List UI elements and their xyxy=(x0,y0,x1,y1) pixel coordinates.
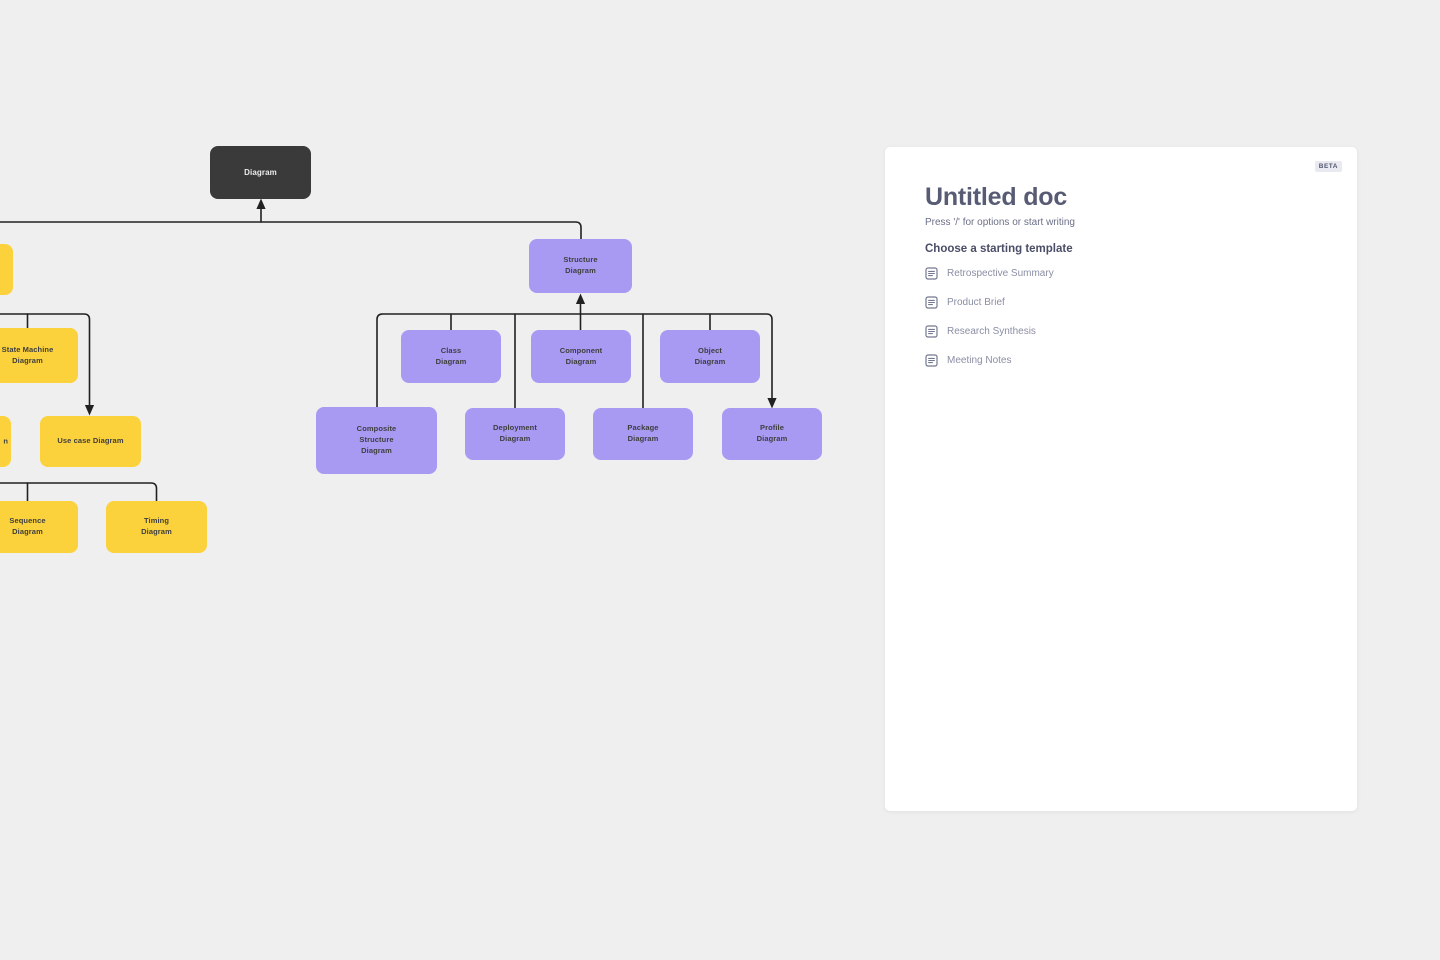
node-structure-diagram-label: Structure Diagram xyxy=(563,255,598,275)
template-option-label: Meeting Notes xyxy=(947,355,1012,366)
node-diagram[interactable]: Diagram xyxy=(210,146,311,199)
node-timing-diagram[interactable]: Timing Diagram xyxy=(106,501,207,553)
node-timing-diagram-label: Timing Diagram xyxy=(141,516,172,536)
node-diagram-label: Diagram xyxy=(244,167,277,177)
template-option-meeting-notes[interactable]: Meeting Notes xyxy=(925,346,1054,375)
arrowhead-up-structure xyxy=(575,293,586,304)
node-package-diagram-label: Package Diagram xyxy=(627,423,659,443)
template-option-label: Retrospective Summary xyxy=(947,268,1054,279)
node-partial-top-left[interactable] xyxy=(0,244,13,295)
node-profile-diagram[interactable]: Profile Diagram xyxy=(722,408,822,460)
node-use-case-diagram-label: Use case Diagram xyxy=(57,436,124,446)
document-icon xyxy=(925,354,938,367)
node-component-diagram-label: Component Diagram xyxy=(559,345,603,366)
node-deployment-diagram[interactable]: Deployment Diagram xyxy=(465,408,565,460)
arrowhead-down-usecase xyxy=(84,405,95,416)
node-composite-structure-diagram-label: Composite Structure Diagram xyxy=(356,424,397,455)
node-component-diagram[interactable]: Component Diagram xyxy=(531,330,631,383)
node-deployment-diagram-label: Deployment Diagram xyxy=(493,423,537,443)
doc-title[interactable]: Untitled doc xyxy=(925,183,1068,211)
node-class-diagram-label: Class Diagram xyxy=(435,345,467,366)
arrowhead-up-diagram xyxy=(256,198,266,209)
document-icon xyxy=(925,267,938,280)
node-composite-structure-diagram[interactable]: Composite Structure Diagram xyxy=(316,407,437,474)
template-list: Retrospective Summary Product Brief Rese… xyxy=(925,259,1054,375)
document-icon xyxy=(925,296,938,309)
node-structure-diagram[interactable]: Structure Diagram xyxy=(529,239,632,293)
template-option-retrospective-summary[interactable]: Retrospective Summary xyxy=(925,259,1054,288)
doc-editor-placeholder[interactable]: Press '/' for options or start writing xyxy=(925,217,1075,228)
node-partial-mid-left[interactable]: n xyxy=(0,416,11,467)
node-object-diagram-label: Object Diagram xyxy=(694,345,726,366)
template-option-research-synthesis[interactable]: Research Synthesis xyxy=(925,317,1054,346)
node-state-machine-diagram-label: State Machine Diagram xyxy=(1,344,54,365)
template-option-label: Research Synthesis xyxy=(947,326,1036,337)
node-state-machine-diagram[interactable]: State Machine Diagram xyxy=(0,328,78,383)
node-partial-mid-left-label: n xyxy=(3,436,8,446)
node-sequence-diagram[interactable]: Sequence Diagram xyxy=(0,501,78,553)
beta-badge: BETA xyxy=(1314,161,1342,172)
node-class-diagram[interactable]: Class Diagram xyxy=(401,330,501,383)
node-profile-diagram-label: Profile Diagram xyxy=(756,423,788,443)
node-object-diagram[interactable]: Object Diagram xyxy=(660,330,760,383)
arrowhead-down-profile xyxy=(767,398,777,409)
node-sequence-diagram-label: Sequence Diagram xyxy=(9,516,46,536)
node-use-case-diagram[interactable]: Use case Diagram xyxy=(40,416,141,467)
document-icon xyxy=(925,325,938,338)
templates-header: Choose a starting template xyxy=(925,243,1073,255)
template-option-product-brief[interactable]: Product Brief xyxy=(925,288,1054,317)
doc-panel: BETA Untitled doc Press '/' for options … xyxy=(885,147,1357,811)
template-option-label: Product Brief xyxy=(947,297,1005,308)
node-package-diagram[interactable]: Package Diagram xyxy=(593,408,693,460)
